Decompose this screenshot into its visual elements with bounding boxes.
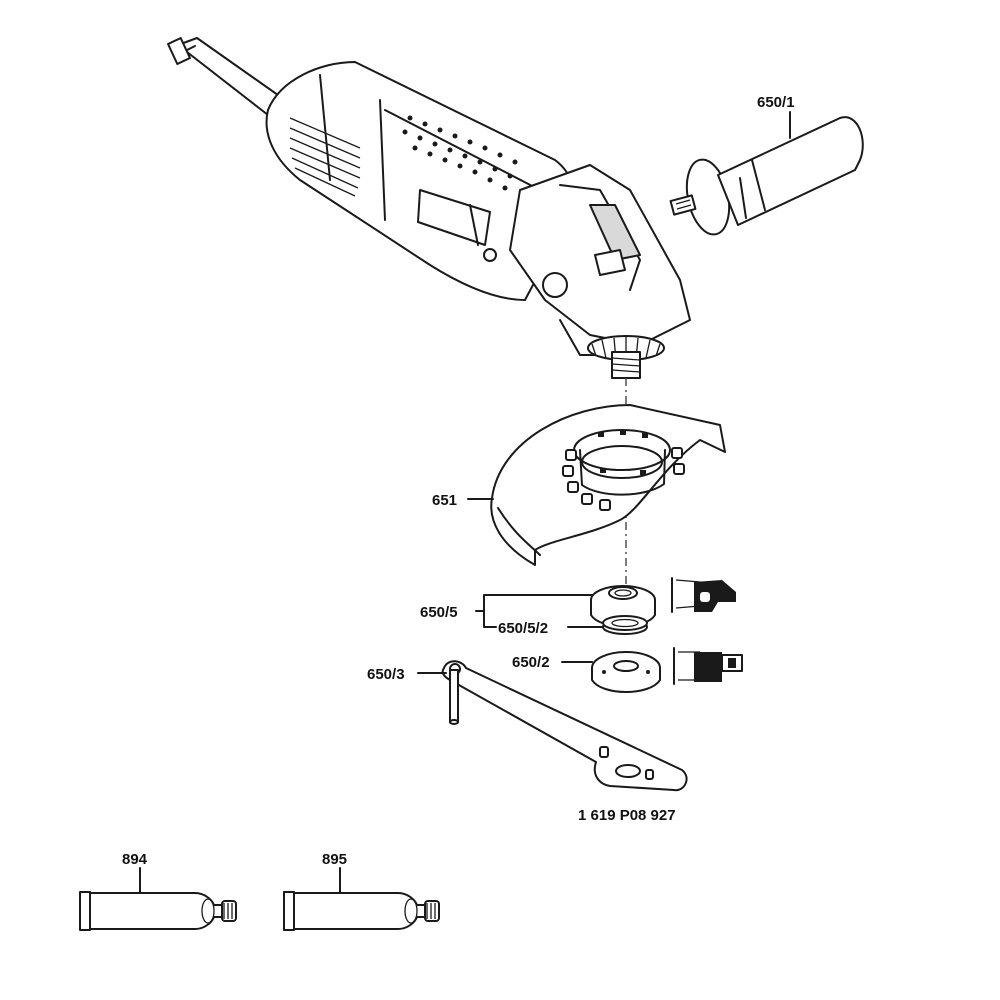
grease-tube-894 <box>79 891 237 931</box>
gear-head <box>483 164 691 379</box>
clamping-nut-section <box>673 647 743 685</box>
angle-grinder <box>167 37 691 379</box>
spanner-part-number: 1 619 P08 927 <box>578 807 676 824</box>
label-spanner: 650/3 <box>367 666 405 683</box>
power-cord <box>167 37 286 116</box>
grease-tube-895 <box>283 891 440 931</box>
flange-nut-section <box>671 577 736 613</box>
label-guard: 651 <box>432 492 457 509</box>
side-handle <box>669 116 864 236</box>
label-clamping-nut: 650/2 <box>512 654 550 671</box>
o-ring <box>602 615 648 635</box>
label-flange-nut: 650/5 <box>420 604 458 621</box>
wheel-guard <box>490 404 726 566</box>
label-side-handle: 650/1 <box>757 94 795 111</box>
label-grease-894: 894 <box>122 851 148 868</box>
pin-spanner <box>441 660 688 792</box>
clamping-nut <box>591 651 661 693</box>
motor-housing <box>265 61 575 301</box>
label-grease-895: 895 <box>322 851 347 868</box>
label-o-ring: 650/5/2 <box>498 620 548 637</box>
